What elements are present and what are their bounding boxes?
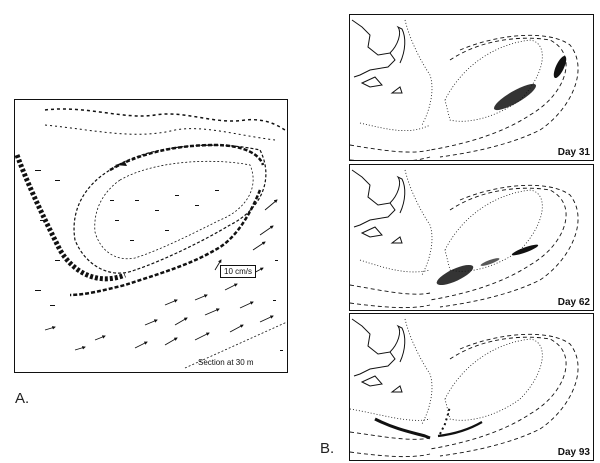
panel-a-velocity-field: 10 cm/s Section at 30 m (14, 99, 288, 373)
velocity-scale-label: 10 cm/s (220, 265, 257, 278)
drifter-map-day-62 (350, 169, 579, 309)
panel-b-label: B. (320, 440, 335, 457)
drifter-map-day-93 (350, 318, 579, 458)
day-label: Day 31 (557, 147, 590, 158)
day-label: Day 93 (557, 447, 590, 458)
section-label: Section at 30 m (198, 358, 254, 367)
velocity-vector-field (15, 108, 287, 369)
panel-b-day-31: Day 31 (349, 14, 594, 161)
day-label: Day 62 (557, 297, 590, 308)
panel-a-label: A. (15, 390, 30, 407)
panel-b-day-93: Day 93 (349, 313, 594, 461)
panel-b-day-62: Day 62 (349, 164, 594, 311)
drifter-map-day-31 (350, 19, 579, 160)
